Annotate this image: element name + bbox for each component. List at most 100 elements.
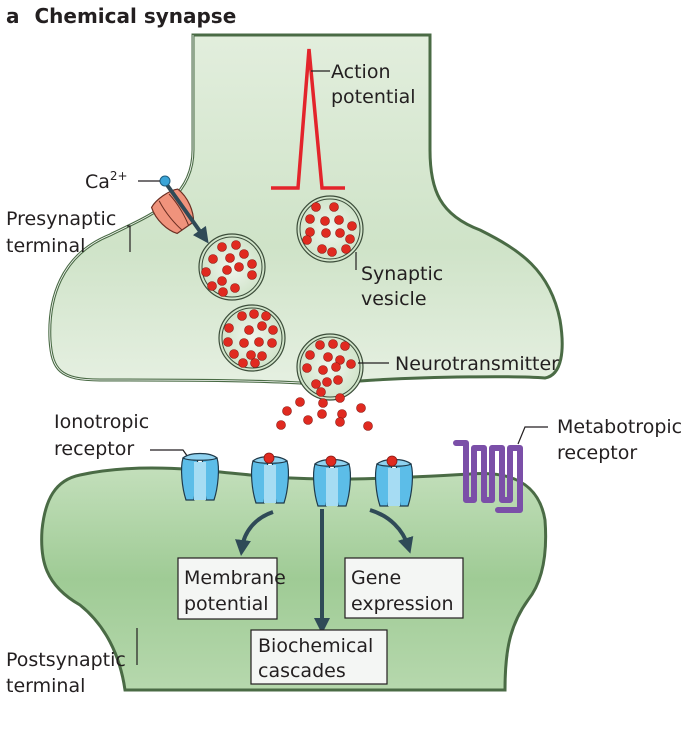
neurotransmitter-molecule [238,358,248,368]
ionotropic-receptor-1 [180,452,220,501]
neurotransmitter-molecule [247,259,257,269]
presynaptic-terminal-label: Presynaptic terminal [6,208,122,257]
neurotransmitter-molecule [328,339,338,349]
neurotransmitter-molecule [247,270,257,280]
neurotransmitter-molecule [317,244,327,254]
neurotransmitter-molecule [318,365,328,375]
metabotropic-receptor [453,440,523,513]
neurotransmitter-molecule [261,311,271,321]
metabotropic-leader [517,426,548,445]
neurotransmitter-molecule [230,283,240,293]
presynaptic-membrane-inner-left [49,35,301,384]
gene-expression-box: Gene expression [344,557,464,619]
neurotransmitter-molecule [340,341,350,351]
synaptic-vesicle [218,304,286,372]
neurotransmitter-molecule [229,349,239,359]
synaptic-vesicle [198,233,266,301]
neurotransmitter-molecule [322,377,332,387]
neurotransmitter-molecule [311,379,321,389]
svg-text:Biochemical cascades: Biochemical cascades [258,635,379,682]
released-neurotransmitter-molecule [356,403,366,413]
neurotransmitter-molecule [302,235,312,245]
neurotransmitter-molecule [234,262,244,272]
bound-neurotransmitter [263,452,275,464]
panel-title: a Chemical synapse [6,4,236,28]
action-potential-label: Action potential [331,61,416,108]
neurotransmitter-molecule [311,202,321,212]
calcium-channel [150,188,195,235]
neurotransmitter-molecule [341,244,351,254]
released-neurotransmitter-molecule [318,398,328,408]
neurotransmitter-molecule [321,228,331,238]
panel-title-text: Chemical synapse [34,4,236,28]
released-neurotransmitter-molecule [303,415,313,425]
synaptic-vesicle [296,333,364,401]
neurotransmitter-molecule [250,358,260,368]
bound-neurotransmitter [386,455,398,467]
neurotransmitter-label: Neurotransmitter [395,353,559,375]
neurotransmitter-molecule [327,247,337,257]
released-neurotransmitter-molecule [363,421,373,431]
released-neurotransmitter-molecule [335,417,345,427]
released-neurotransmitter-molecule [276,420,286,430]
neurotransmitter-molecule [320,216,330,226]
postsynaptic-terminal-label: Postsynaptic terminal [6,649,132,697]
neurotransmitter-molecule [335,228,345,238]
ionotropic-receptor-3 [312,458,352,507]
neurotransmitter-molecule [207,281,217,291]
biochemical-cascades-box: Biochemical cascades [250,629,388,685]
neurotransmitter-molecule [217,242,227,252]
neurotransmitter-molecule [237,311,247,321]
ionotropic-receptor-2 [250,455,290,504]
vesicle-inner-membrane [221,307,283,369]
released-neurotransmitter-molecule [282,406,292,416]
neurotransmitter-molecule [223,337,233,347]
released-neurotransmitter-molecule [316,387,326,397]
neurotransmitter-molecule [323,352,333,362]
neurotransmitter-molecule [333,375,343,385]
svg-text:Gene expression: Gene expression [351,567,454,615]
neurotransmitter-molecule [305,227,315,237]
ionotropic-receptor-4 [374,458,414,507]
membrane-potential-box: Membrane potential [177,557,292,620]
released-neurotransmitter-molecule [317,409,327,419]
neurotransmitter-molecule [267,338,277,348]
neurotransmitter-molecule [239,249,249,259]
released-neurotransmitter-molecule [295,397,305,407]
panel-letter: a [6,4,20,28]
calcium-label: Ca2+ [85,169,128,193]
neurotransmitter-molecule [201,267,211,277]
neurotransmitter-molecule [345,234,355,244]
neurotransmitter-molecule [331,362,341,372]
neurotransmitter-molecule [268,325,278,335]
released-neurotransmitter-molecule [337,409,347,419]
neurotransmitter-molecule [225,253,235,263]
metabotropic-receptor-label: Metabotropic receptor [557,416,688,464]
released-neurotransmitters [276,387,373,431]
vesicle-inner-membrane [201,236,263,298]
neurotransmitter-molecule [315,340,325,350]
neurotransmitter-molecule [246,350,256,360]
presynaptic-leader [127,225,131,252]
neurotransmitter-molecule [208,254,218,264]
vesicle-inner-membrane [299,336,361,398]
neurotransmitter-molecule [239,338,249,348]
synaptic-vesicle [296,195,364,263]
synaptic-vesicles [198,195,364,401]
svg-text:Membrane potential: Membrane potential [184,567,292,615]
synaptic-vesicle-label: Synaptic vesicle [361,263,449,310]
neurotransmitter-molecule [257,351,267,361]
neurotransmitter-molecule [346,359,356,369]
neurotransmitter-molecule [224,323,234,333]
neurotransmitter-molecule [249,309,259,319]
neurotransmitter-molecule [218,287,228,297]
vesicle-inner-membrane [299,198,361,260]
released-neurotransmitter-molecule [335,393,345,403]
neurotransmitter-molecule [231,240,241,250]
calcium-ion-icon [159,175,171,187]
neurotransmitter-molecule [254,337,264,347]
neurotransmitter-molecule [305,214,315,224]
neurotransmitter-molecule [347,221,357,231]
arrow-to-gene-expression [369,508,414,554]
